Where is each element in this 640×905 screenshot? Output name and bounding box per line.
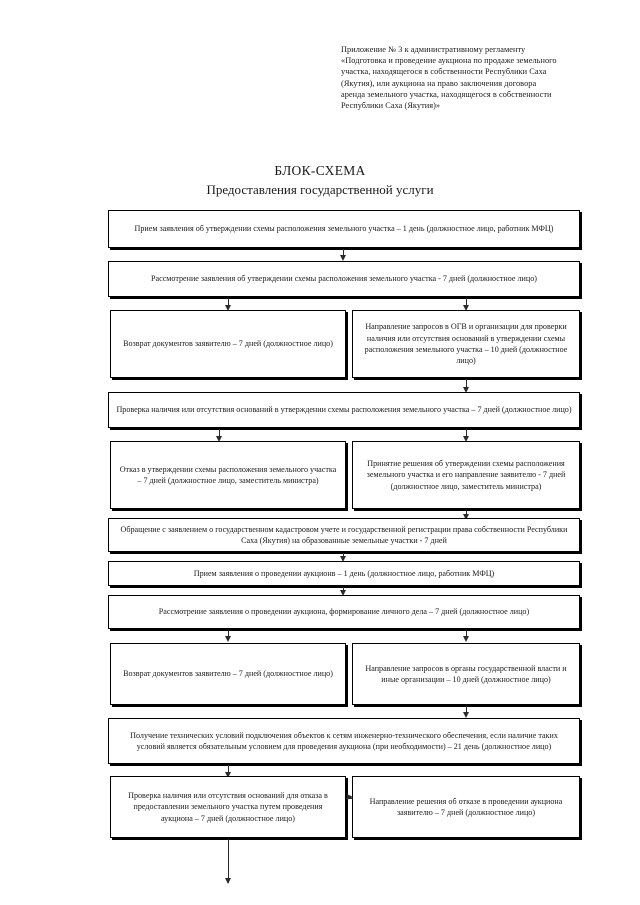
flow-node-label: Обращение с заявлением о государственном… [120,524,568,545]
flow-node-n13: Получение технических условий подключени… [108,718,580,764]
flow-node-n3: Возврат документов заявителю – 7 дней (д… [110,310,346,378]
arrow-n2-n4-icon [463,305,469,311]
flow-node-n8: Обращение с заявлением о государственном… [108,518,580,552]
flow-node-label: Отказ в утверждении схемы расположения з… [119,464,337,485]
arrow-n9-n10-icon [340,590,346,596]
connector-n7-n8 [466,510,468,517]
flow-node-n1: Прием заявления об утверждении схемы рас… [108,210,580,248]
flow-node-n4: Направление запросов в ОГВ и организации… [352,310,580,378]
arrow-n10-n11-icon [225,636,231,642]
arrow-n8-n9-icon [340,556,346,562]
flow-node-n2: Рассмотрение заявления об утверждении сх… [108,261,580,297]
flow-node-n10: Рассмотрение заявления о проведении аукц… [108,595,580,629]
connector-n1-n2 [343,249,345,257]
connector-n4-n5 [466,379,468,391]
flow-node-n15: Направление решения об отказе в проведен… [352,776,580,838]
connector-n10-n12 [466,630,468,639]
flow-node-n12: Направление запросов в органы государств… [352,643,580,705]
connector-n2-n3 [228,298,230,307]
arrow-n5-n7-icon [463,436,469,442]
flow-node-n9: Прием заявления о проведении аукционв – … [108,561,580,586]
arrow-n5-n6-icon [216,436,222,442]
flow-node-label: Направление запросов в органы государств… [365,663,567,684]
flow-node-label: Возврат документов заявителю – 7 дней (д… [123,339,333,349]
flow-node-label: Рассмотрение заявления о проведении аукц… [158,607,530,617]
arrow-n10-n12-icon [463,636,469,642]
flow-node-n6: Отказ в утверждении схемы расположения з… [110,441,346,509]
arrow-n13-n14-icon [225,772,231,778]
connector-n13-n14 [228,765,230,775]
connector-n10-n11 [228,630,230,639]
arrow-n12-n13-icon [463,712,469,718]
page-subtitle: Предоставления государственной услуги [206,182,434,197]
appendix-note: Приложение № 3 к административному регла… [341,45,557,111]
arrow-n2-n3-icon [225,305,231,311]
flow-node-label: Направление решения об отказе в проведен… [369,796,563,817]
arrow-n14-n15-icon [347,794,353,800]
page-title: БЛОК-СХЕМА [274,163,366,178]
flow-node-n14: Проверка наличия или отсутствия основани… [110,776,346,838]
arrow-n1-n2-icon [340,255,346,261]
connector-n5-n6 [219,429,221,438]
connector-n12-n13 [466,706,468,716]
flow-node-label: Принятие решения об утверждении схемы ра… [366,458,566,491]
arrow-n14-next-icon [225,878,231,884]
flow-node-n5: Проверка наличия или отсутствия основани… [108,392,580,428]
flow-node-n7: Принятие решения об утверждении схемы ра… [352,441,580,509]
flow-node-label: Проверка наличия или отсутствия основани… [128,790,328,823]
connector-n2-n4 [466,298,468,307]
arrow-n4-n5-icon [463,387,469,393]
flow-node-label: Возврат документов заявителю – 7 дней (д… [123,669,333,679]
connector-n14-next [228,839,230,883]
flow-node-label: Проверка наличия или отсутствия основани… [116,405,572,415]
flow-node-label: Прием заявления об утверждении схемы рас… [134,224,554,234]
flow-node-n11: Возврат документов заявителю – 7 дней (д… [110,643,346,705]
flow-node-label: Направление запросов в ОГВ и организации… [364,322,568,366]
flow-node-label: Рассмотрение заявления об утверждении сх… [151,274,537,284]
arrow-n7-n8-icon [463,514,469,520]
flow-node-label: Прием заявления о проведении аукционв – … [193,568,495,578]
connector-n5-n7 [466,429,468,438]
flow-node-label: Получение технических условий подключени… [130,730,558,751]
